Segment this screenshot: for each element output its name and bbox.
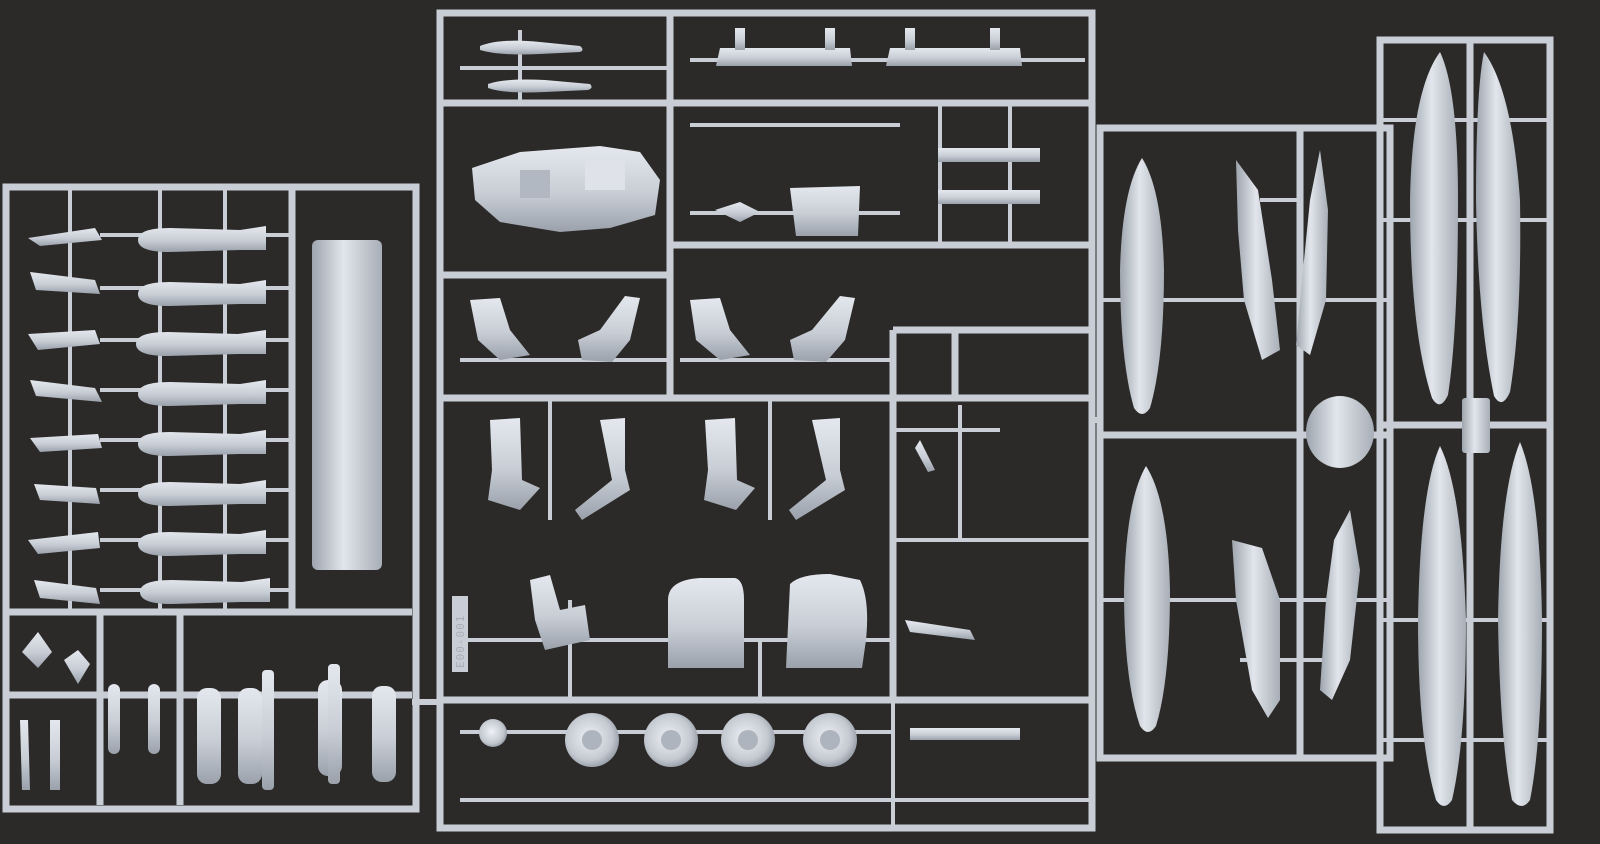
center-sprue [436, 9, 1096, 832]
left-sprue-small-parts [20, 632, 396, 790]
center-sprue-wheels [479, 713, 857, 767]
right-sprue-a-parts [1120, 150, 1374, 732]
center-sprue-code-tag [452, 596, 468, 672]
left-sprue-fins [28, 228, 102, 604]
left-sprue-tank-panel [312, 240, 382, 570]
center-sprue-code: E00-001 [454, 614, 467, 668]
center-sprue-parts [470, 28, 1040, 740]
left-sprue-bombs [136, 226, 270, 604]
right-sprue-b-parts [1410, 52, 1542, 806]
